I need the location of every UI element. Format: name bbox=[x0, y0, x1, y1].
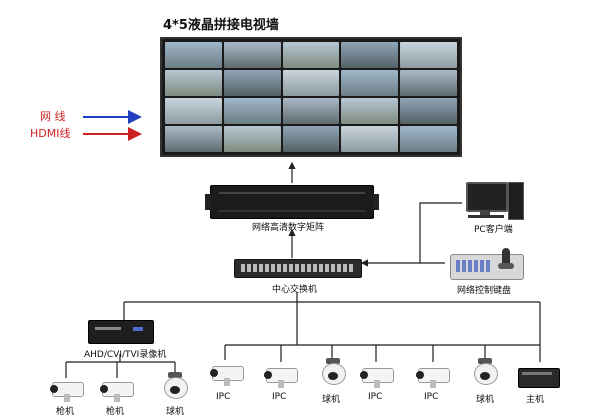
pc-label: PC客户端 bbox=[474, 225, 513, 235]
wall-screen bbox=[223, 98, 281, 124]
wall-screen bbox=[282, 98, 340, 124]
wall-screen bbox=[282, 126, 340, 152]
camera-label: 主机 bbox=[526, 395, 545, 405]
camera-label: 枪机 bbox=[106, 407, 125, 417]
wall-screen bbox=[223, 126, 281, 152]
camera-label: 球机 bbox=[322, 395, 341, 405]
bullet-camera-icon bbox=[360, 364, 400, 390]
keyboard-label: 网络控制键盘 bbox=[457, 286, 512, 296]
bullet-camera-icon bbox=[100, 378, 140, 404]
network-line-label: 网 线 bbox=[40, 110, 66, 123]
camera-label: 枪机 bbox=[56, 407, 75, 417]
switch-device bbox=[234, 259, 362, 278]
wall-screen bbox=[400, 126, 457, 152]
bullet-camera-icon bbox=[210, 362, 250, 388]
wall-screen bbox=[165, 42, 222, 68]
wall-screen bbox=[165, 126, 222, 152]
wall-screen bbox=[400, 42, 457, 68]
wall-screen bbox=[341, 126, 399, 152]
dome-camera-icon bbox=[162, 372, 202, 399]
wall-screen bbox=[341, 70, 399, 96]
wall-screen bbox=[282, 70, 340, 96]
wall-screen bbox=[341, 42, 399, 68]
camera-label: IPC bbox=[368, 392, 383, 402]
video-wall bbox=[160, 37, 462, 157]
recorder-device bbox=[88, 320, 154, 344]
dome-camera-icon bbox=[472, 358, 512, 385]
wall-screen bbox=[341, 98, 399, 124]
recorder-label: AHD/CVI/TVI录像机 bbox=[84, 350, 167, 360]
wall-screen bbox=[400, 70, 457, 96]
wall-screen bbox=[282, 42, 340, 68]
wall-screen bbox=[400, 98, 457, 124]
matrix-label: 网络高清数字矩阵 bbox=[252, 223, 325, 233]
camera-label: 球机 bbox=[166, 407, 185, 417]
wall-screen bbox=[165, 70, 222, 96]
wall-screen bbox=[223, 42, 281, 68]
wall-screen bbox=[223, 70, 281, 96]
hdmi-line-label: HDMI线 bbox=[30, 127, 71, 140]
server-icon bbox=[518, 362, 560, 388]
diagram-title: 4*5液晶拼接电视墙 bbox=[163, 18, 279, 33]
switch-label: 中心交换机 bbox=[272, 285, 318, 295]
camera-label: IPC bbox=[272, 392, 287, 402]
bullet-camera-icon bbox=[50, 378, 90, 404]
camera-label: IPC bbox=[424, 392, 439, 402]
matrix-device bbox=[205, 185, 379, 219]
bullet-camera-icon bbox=[264, 364, 304, 390]
camera-label: 球机 bbox=[476, 395, 495, 405]
camera-label: IPC bbox=[216, 392, 231, 402]
dome-camera-icon bbox=[320, 358, 360, 385]
wall-screen bbox=[165, 98, 222, 124]
bullet-camera-icon bbox=[416, 364, 456, 390]
